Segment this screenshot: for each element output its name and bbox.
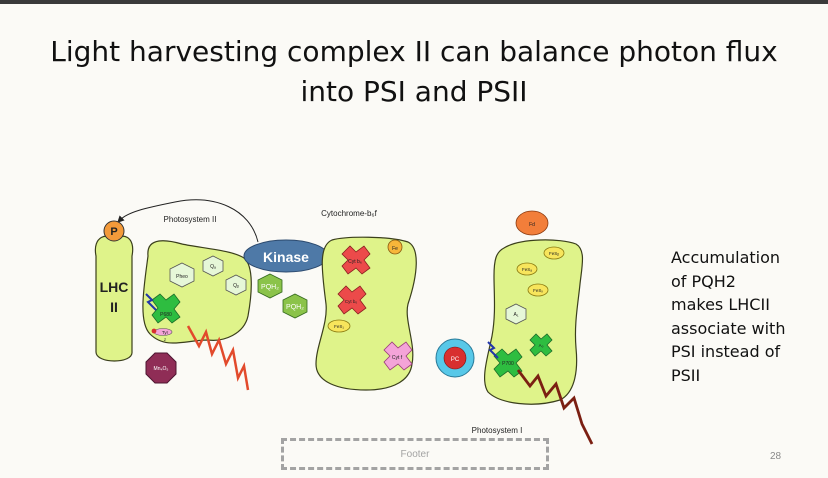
- plastocyanin: PC: [435, 338, 475, 378]
- cytb6-label: Cyt b₆: [348, 259, 362, 265]
- slide: Light harvesting complex II can balance …: [0, 4, 828, 478]
- fes-cytochrome-cofactor: FeS₁: [327, 319, 351, 333]
- lhcii-complex: LHC II: [94, 235, 134, 362]
- kinase: Kinase: [243, 239, 329, 273]
- title-line-1: Light harvesting complex II can balance …: [50, 35, 778, 68]
- side-note-line-2: of PQH2: [671, 271, 736, 291]
- qb-label: Qᵦ: [233, 283, 239, 289]
- fd-cofactor: Fd: [515, 210, 549, 236]
- fesa-cofactor: FeSₐ: [516, 262, 538, 276]
- slide-title: Light harvesting complex II can balance …: [20, 32, 808, 112]
- pqh2-molecule-1: PQH₂: [257, 273, 283, 299]
- electron-transfer-icon: [145, 293, 157, 311]
- a0-label: A₀: [539, 343, 544, 348]
- side-note: Accumulation of PQH2 makes LHCII associa…: [671, 246, 821, 387]
- fd-label: Fd: [529, 222, 535, 228]
- thylakoid-membrane-diagram: LHC II P Photosystem II Pheo Qₐ Qᵦ: [80, 199, 662, 445]
- cytf-label: Cyt f: [392, 355, 403, 361]
- pqh2-molecule-2: PQH₂: [282, 293, 308, 319]
- a1-cofactor: A₁: [505, 303, 527, 325]
- photosystem-ii: Photosystem II Pheo Qₐ Qᵦ P680 Tyr: [142, 215, 252, 391]
- cytochrome-b6f: Cytochrome-b₆f Cyt b₆ Fe Cyt b₆ FeS₁ Cyt…: [315, 209, 417, 391]
- page-number: 28: [770, 451, 782, 462]
- side-note-line-1: Accumulation: [671, 248, 781, 267]
- p700-cofactor: P700: [493, 348, 523, 378]
- phosphate-label: P: [110, 226, 117, 238]
- pheo-label: Pheo: [176, 274, 188, 280]
- p700-label: P700: [502, 361, 514, 367]
- pheo-cofactor: Pheo: [169, 262, 195, 288]
- fes-cyt-label: FeS₁: [334, 324, 344, 329]
- tyrz-label: Tyr: [162, 330, 169, 335]
- z-label: Z: [164, 337, 167, 342]
- fesa-label: FeSₐ: [522, 267, 532, 272]
- fesx-cofactor: FeSₓ: [527, 283, 549, 297]
- photon-psi-icon: [516, 369, 594, 445]
- title-line-2: into PSI and PSII: [300, 75, 528, 108]
- side-note-line-3: makes LHCII: [671, 295, 770, 314]
- fesb-label: FeSᵦ: [549, 251, 559, 256]
- fesx-label: FeSₓ: [533, 288, 543, 293]
- photosystem-i-label: Photosystem I: [472, 426, 523, 435]
- manganese-cluster: Mn₄O₅: [145, 352, 177, 384]
- mn-label: Mn₄O₅: [154, 366, 169, 372]
- photon-psii-icon: [186, 325, 250, 391]
- qb-cofactor: Qᵦ: [225, 274, 247, 296]
- footer-text: Footer: [400, 448, 430, 460]
- side-note-line-6: PSII: [671, 365, 701, 385]
- lhc-ii-label: II: [110, 299, 118, 315]
- photosystem-ii-label: Photosystem II: [164, 215, 217, 224]
- pqh2-label-2: PQH₂: [286, 304, 304, 311]
- cytf-cofactor: Cyt f: [383, 341, 413, 371]
- fe-cofactor: Fe: [387, 239, 403, 255]
- fesb-cofactor: FeSᵦ: [543, 246, 565, 260]
- side-note-line-5: PSI instead of: [671, 342, 781, 361]
- phosphate-group: P: [103, 220, 125, 242]
- fe-label: Fe: [392, 246, 398, 252]
- lhc-label: LHC: [100, 279, 129, 295]
- footer-placeholder[interactable]: Footer: [281, 438, 549, 470]
- cytochrome-label: Cytochrome-b₆f: [321, 209, 377, 218]
- pqh2-label-1: PQH₂: [261, 284, 279, 291]
- cytb6-lower-cofactor: Cyt b₆: [337, 285, 367, 315]
- cytb6-lower-label: Cyt b₆: [345, 299, 358, 304]
- electron-transfer-psi-icon: [487, 341, 499, 359]
- phosphorylation-arrow: [117, 199, 259, 243]
- kinase-label: Kinase: [263, 249, 309, 265]
- a1-label: A₁: [513, 312, 518, 318]
- qa-label: Qₐ: [210, 264, 216, 270]
- tyrz-cofactor: Tyr Z: [151, 328, 173, 342]
- p680-cofactor: P680: [151, 293, 181, 324]
- qa-cofactor: Qₐ: [202, 255, 224, 277]
- pc-label: PC: [451, 357, 460, 363]
- photosystem-i: Photosystem I Fd FeSᵦ FeSₐ FeSₓ A₁: [472, 210, 594, 445]
- a0-cofactor: A₀: [529, 333, 553, 357]
- side-note-line-4: associate with: [671, 318, 786, 338]
- cytb6-cofactor: Cyt b₆: [341, 245, 371, 275]
- p680-label: P680: [160, 312, 172, 318]
